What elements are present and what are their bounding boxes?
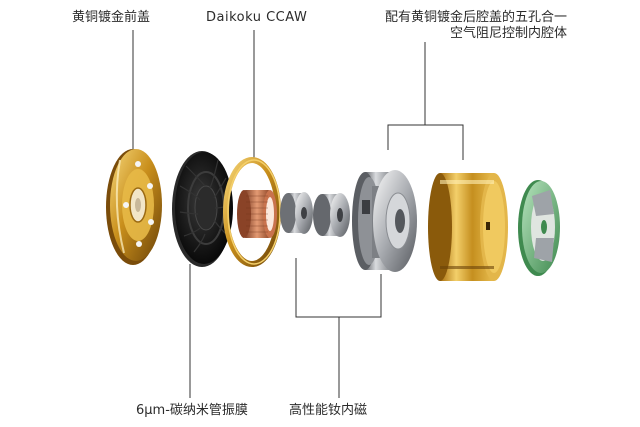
label-rear-cover-line2: 空气阻尼控制内腔体 <box>450 26 568 41</box>
magnet-disc-large-icon <box>313 193 350 237</box>
label-coil: Daikoku CCAW <box>206 10 308 25</box>
label-magnet: 高性能钕内磁 <box>289 403 368 418</box>
leader-rear-cover-bracket <box>387 124 464 160</box>
gold-front-cover-icon <box>106 149 162 265</box>
carbon-diaphragm-icon <box>172 151 233 267</box>
label-diaphragm: 6μm-碳纳米管振膜 <box>136 403 248 418</box>
ccaw-coil-icon <box>223 157 281 267</box>
leader-lines <box>132 30 464 398</box>
label-rear-cover-line1: 配有黄铜镀金后腔盖的五孔合一 <box>385 10 568 25</box>
magnet-disc-small-icon <box>280 192 313 234</box>
gold-rear-cover-icon <box>428 173 508 281</box>
metal-housing-icon <box>352 170 417 272</box>
label-rear-cover: 配有黄铜镀金后腔盖的五孔合一 空气阻尼控制内腔体 <box>385 10 567 42</box>
damping-filter-icon <box>518 180 560 276</box>
label-front-cover: 黄铜镀金前盖 <box>72 10 151 25</box>
